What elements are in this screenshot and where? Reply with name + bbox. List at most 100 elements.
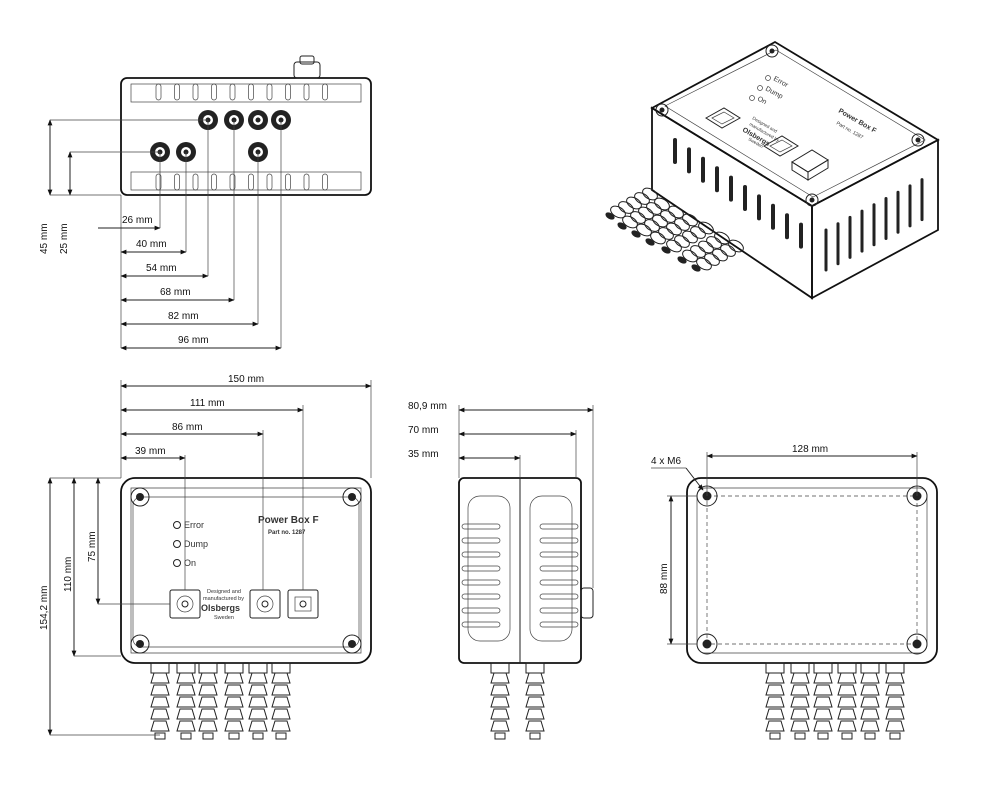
cooling-fin — [174, 173, 180, 191]
front-led-panel: Error Dump On Power Box F Part no. 1287 … — [173, 515, 319, 621]
hose-barb — [885, 662, 905, 740]
hose-barb — [490, 662, 510, 740]
front-hose-barbs — [150, 662, 291, 740]
cooling-fin — [461, 607, 501, 614]
cooling-fin — [539, 523, 579, 530]
socket-left — [169, 589, 201, 619]
hose-barb — [176, 662, 196, 740]
dim-side-35: 35 mm — [408, 449, 439, 460]
cooling-fin — [461, 565, 501, 572]
front-sockets — [169, 589, 319, 619]
cooling-fin — [266, 83, 273, 101]
cooling-fin — [155, 83, 162, 101]
iso-hose-barbs — [605, 187, 744, 272]
cooling-fin — [266, 173, 273, 191]
dim-top-54: 54 mm — [146, 263, 177, 274]
dim-top-45: 45 mm — [39, 223, 50, 254]
hose-barb — [271, 662, 291, 740]
cooling-fin — [539, 565, 579, 572]
dim-back-m6: 4 x M6 — [651, 456, 681, 467]
cooling-fin — [539, 621, 579, 628]
cooling-fin — [539, 551, 579, 558]
dim-top-25: 25 mm — [59, 223, 70, 254]
hose-barb — [150, 662, 170, 740]
maker-line1: Designed and — [207, 589, 241, 595]
hose-barb — [765, 662, 785, 740]
dim-back-88: 88 mm — [659, 563, 670, 594]
dim-front-110: 110 mm — [63, 557, 74, 592]
dim-front-75: 75 mm — [87, 531, 98, 562]
iso-led-panel: Error Dump On Power Box F Part no. 1287 … — [741, 75, 878, 149]
top-view-fins-lower — [155, 173, 328, 191]
cooling-fin — [229, 173, 236, 191]
hose-barb — [617, 197, 670, 230]
iso-sockets — [705, 107, 829, 181]
cooling-fin — [539, 607, 579, 614]
hose-barb — [198, 662, 218, 740]
cooling-fin — [303, 173, 310, 191]
cooling-fin — [229, 83, 236, 101]
dim-back-128: 128 mm — [792, 444, 828, 455]
cooling-fin — [248, 83, 254, 101]
iso-led-on-label: On — [756, 96, 768, 107]
front-corner-screws — [130, 487, 362, 654]
cooling-fin — [461, 537, 501, 544]
hose-barb — [631, 205, 684, 238]
led-on — [173, 559, 181, 567]
socket-right — [249, 589, 281, 619]
part-no: Part no. 1287 — [268, 530, 306, 536]
cooling-fin — [461, 551, 501, 558]
hose-barb — [661, 221, 714, 254]
side-view: 80,9 mm 70 mm 35 mm — [408, 401, 594, 740]
hose-barb — [645, 213, 698, 246]
hose-barb — [691, 239, 744, 272]
dim-top-26: 26 mm — [122, 215, 153, 226]
dim-front-154: 154,2 mm — [39, 586, 50, 630]
back-hose-barbs — [765, 662, 905, 740]
hose-barb — [525, 662, 545, 740]
cooling-fin — [285, 83, 291, 101]
side-hose-barbs — [490, 662, 545, 740]
hose-barb — [813, 662, 833, 740]
dim-top-82: 82 mm — [168, 311, 199, 322]
cooling-fin — [461, 621, 501, 628]
cooling-fin — [322, 173, 328, 191]
cooling-fin — [192, 83, 199, 101]
cooling-fin — [211, 173, 217, 191]
cooling-fin — [461, 523, 501, 530]
brand-name: Olsbergs — [201, 603, 240, 613]
cooling-fin — [539, 593, 579, 600]
cooling-fin — [461, 593, 501, 600]
cooling-fin — [461, 579, 501, 586]
led-dump-label: Dump — [184, 539, 208, 549]
dim-side-70: 70 mm — [408, 425, 439, 436]
hose-barb — [837, 662, 857, 740]
cooling-fin — [248, 173, 254, 191]
cooling-fin — [539, 537, 579, 544]
dim-side-80: 80,9 mm — [408, 401, 447, 412]
dim-front-150: 150 mm — [228, 374, 264, 385]
led-on-label: On — [184, 558, 196, 568]
led-error — [173, 521, 181, 529]
top-view-ports — [150, 110, 291, 162]
iso-fins-left — [673, 138, 803, 249]
iso-corner-screws — [655, 44, 925, 207]
dim-front-39: 39 mm — [135, 446, 166, 457]
top-view-fins-upper — [155, 83, 328, 101]
hose-barb — [224, 662, 244, 740]
led-error-label: Error — [184, 520, 204, 530]
cooling-fin — [174, 83, 180, 101]
dim-front-111: 111 mm — [190, 398, 225, 409]
dim-front-86: 86 mm — [172, 422, 203, 433]
front-view: Error Dump On Power Box F Part no. 1287 … — [39, 374, 372, 740]
cooling-fin — [285, 173, 291, 191]
led-dump — [173, 540, 181, 548]
hose-barb — [248, 662, 268, 740]
cooling-fin — [303, 83, 310, 101]
dim-top-96: 96 mm — [178, 335, 209, 346]
cooling-fin — [211, 83, 217, 101]
cooling-fin — [155, 173, 162, 191]
cooling-fin — [192, 173, 199, 191]
product-name: Power Box F — [258, 515, 319, 526]
